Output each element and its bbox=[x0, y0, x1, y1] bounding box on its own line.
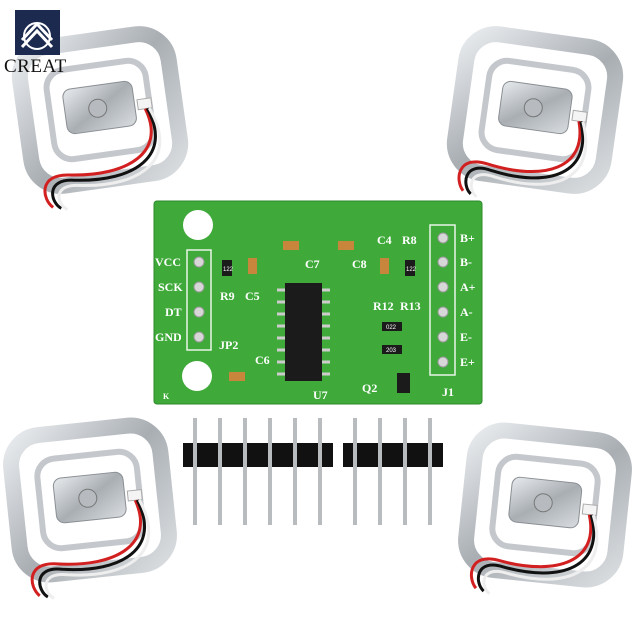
designator: JP2 bbox=[219, 338, 238, 352]
designator: K bbox=[163, 392, 170, 401]
pin-label: VCC bbox=[155, 255, 181, 269]
resistor-code: 022 bbox=[386, 325, 397, 331]
designator: R8 bbox=[402, 233, 417, 247]
load-cell-bottom-left bbox=[8, 423, 174, 602]
hx711-board bbox=[153, 200, 483, 405]
resistor-code: 122 bbox=[406, 267, 417, 273]
header-pins bbox=[183, 418, 443, 525]
designator-labels: JP2 R9 C5 C7 C8 C4 R8 R12 R13 C6 U7 Q2 J… bbox=[163, 233, 454, 402]
pin-label: A+ bbox=[460, 280, 476, 294]
pin-label: B- bbox=[460, 255, 472, 269]
designator: J1 bbox=[442, 385, 454, 399]
pin-label: E- bbox=[460, 330, 472, 344]
load-cell-bottom-right bbox=[461, 428, 627, 607]
pin-label: DT bbox=[165, 305, 182, 319]
right-pin-labels: B+ B- A+ A- E- E+ bbox=[460, 231, 476, 369]
designator: U7 bbox=[313, 388, 328, 402]
designator: C4 bbox=[377, 233, 392, 247]
designator: R12 bbox=[373, 299, 394, 313]
designator: C7 bbox=[305, 257, 320, 271]
load-cell-top-right bbox=[448, 30, 619, 213]
resistor-code: 122 bbox=[223, 267, 234, 273]
resistor-code: 203 bbox=[386, 348, 397, 354]
pin-label: B+ bbox=[460, 231, 475, 245]
designator: R13 bbox=[400, 299, 421, 313]
brand-name: CREAT bbox=[4, 56, 67, 77]
brand-logo bbox=[15, 10, 60, 55]
designator: Q2 bbox=[362, 381, 377, 395]
designator: C8 bbox=[352, 257, 367, 271]
pin-label: E+ bbox=[460, 355, 475, 369]
designator: C6 bbox=[255, 353, 270, 367]
pin-label: A- bbox=[460, 305, 473, 319]
pin-label: GND bbox=[155, 330, 182, 344]
pin-label: SCK bbox=[158, 280, 183, 294]
left-pin-labels: VCC SCK DT GND bbox=[155, 255, 183, 344]
designator: C5 bbox=[245, 289, 260, 303]
designator: R9 bbox=[220, 289, 235, 303]
